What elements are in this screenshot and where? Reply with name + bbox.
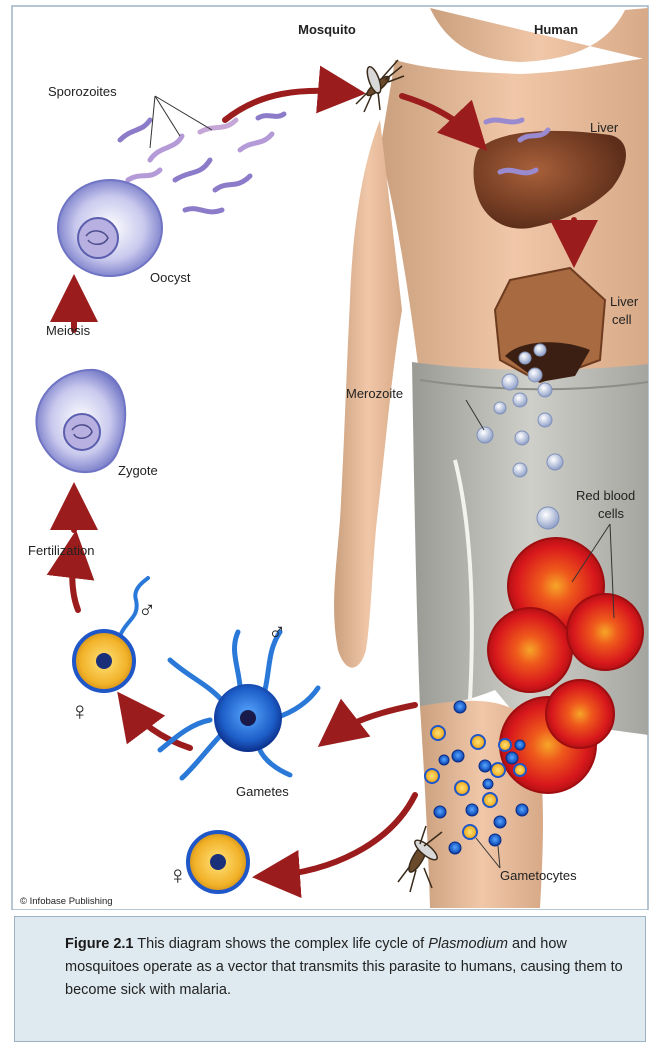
liver-cell-label-line1: Liver xyxy=(610,294,639,309)
oocyst-cell xyxy=(58,180,162,276)
male-gamete xyxy=(160,632,318,778)
oocyst-label: Oocyst xyxy=(150,270,191,285)
gametes-label: Gametes xyxy=(236,784,289,799)
female-symbol-bottom: ♀ xyxy=(168,860,188,890)
female-symbol-fertilized: ♀ xyxy=(70,696,90,726)
meiosis-label: Meiosis xyxy=(46,323,91,338)
figure-number: Figure 2.1 xyxy=(65,936,134,952)
male-symbol-fertilized: ♂ xyxy=(138,597,156,624)
zygote-label: Zygote xyxy=(118,463,158,478)
mosquito-header: Mosquito xyxy=(298,22,356,37)
red-blood-label-line1: Red blood xyxy=(576,488,635,503)
caption-text-start: This diagram shows the complex life cycl… xyxy=(137,936,424,952)
publisher-credit: © Infobase Publishing xyxy=(20,896,113,907)
sporozoites-label: Sporozoites xyxy=(48,84,117,99)
human-header: Human xyxy=(534,22,578,37)
gametocytes-label: Gametocytes xyxy=(500,868,577,883)
female-gamete xyxy=(188,832,248,892)
fertilization-label: Fertilization xyxy=(28,543,94,558)
liver-label: Liver xyxy=(590,120,619,135)
zygote-cell xyxy=(36,370,125,472)
male-symbol-gamete: ♂ xyxy=(268,619,286,646)
liver-cell xyxy=(495,268,605,382)
fertilized-gamete xyxy=(74,578,148,691)
liver-cell-label-line2: cell xyxy=(612,312,632,327)
red-blood-label-line2: cells xyxy=(598,506,625,521)
figure-caption: Figure 2.1 This diagram shows the comple… xyxy=(14,916,646,1042)
malaria-life-cycle-diagram: Mosquito Human Sporozoites Oocyst Meiosi… xyxy=(0,0,660,910)
merozoite-label: Merozoite xyxy=(346,386,403,401)
caption-italic-word: Plasmodium xyxy=(428,936,508,952)
